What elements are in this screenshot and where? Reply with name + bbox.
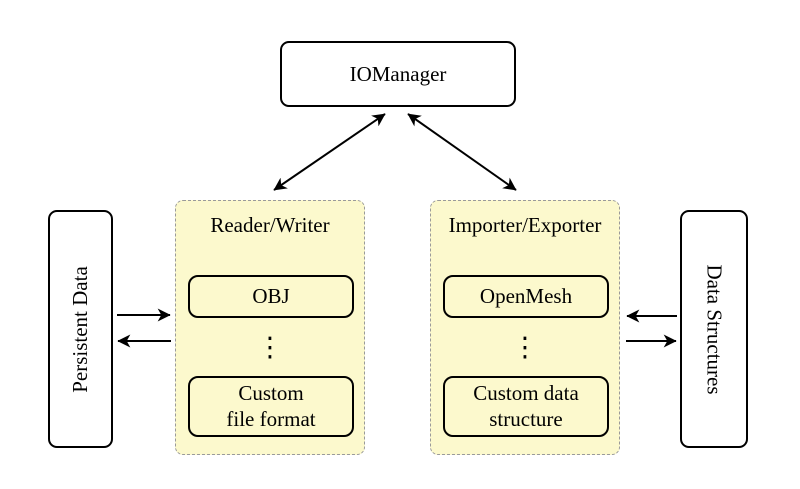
persistent-data-label: Persistent Data bbox=[68, 265, 92, 393]
openmesh-node: OpenMesh bbox=[443, 275, 609, 318]
reader-writer-title: Reader/Writer bbox=[210, 213, 330, 237]
custom-file-format-node: Custom file format bbox=[188, 376, 354, 437]
importer-exporter-title: Importer/Exporter bbox=[448, 213, 602, 237]
custom-data-structure-node: Custom data structure bbox=[443, 376, 609, 437]
custom-data-structure-label: Custom data structure bbox=[473, 381, 579, 431]
persistent-data-node: Persistent Data bbox=[48, 210, 113, 448]
reader-writer-ellipsis: ⋮ bbox=[256, 331, 284, 363]
arrow-iomanager-importer-exporter bbox=[407, 113, 517, 191]
openmesh-label: OpenMesh bbox=[479, 283, 573, 308]
custom-file-format-label: Custom file format bbox=[226, 381, 316, 431]
obj-label: OBJ bbox=[252, 283, 290, 308]
importer-exporter-ellipsis: ⋮ bbox=[511, 331, 539, 363]
importer-exporter-panel: Importer/Exporter OpenMesh ⋮ Custom data… bbox=[430, 200, 620, 455]
arrow-iomanager-reader-writer bbox=[273, 113, 386, 191]
reader-writer-panel: Reader/Writer OBJ ⋮ Custom file format bbox=[175, 200, 365, 455]
iomanager-label: IOManager bbox=[349, 61, 447, 86]
data-structures-node: Data Structures bbox=[680, 210, 748, 448]
obj-node: OBJ bbox=[188, 275, 354, 318]
iomanager-node: IOManager bbox=[280, 41, 516, 107]
data-structures-label: Data Structures bbox=[702, 263, 727, 395]
